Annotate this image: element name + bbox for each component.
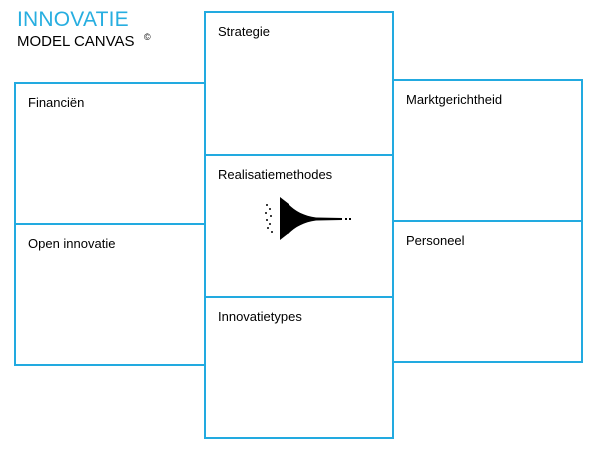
copyright-mark: ©	[144, 32, 151, 42]
title-sub: MODEL CANVAS	[17, 33, 135, 50]
block-label-personeel: Personeel	[406, 233, 465, 248]
block-label-innovatietypes: Innovatietypes	[218, 309, 302, 324]
block-open-innovatie: Open innovatie	[14, 223, 206, 366]
title-main: INNOVATIE	[17, 8, 129, 31]
block-label-open-innovatie: Open innovatie	[28, 236, 116, 251]
block-marktgerichtheid: Marktgerichtheid	[392, 79, 583, 222]
block-label-financien: Financiën	[28, 95, 85, 110]
block-label-marktgerichtheid: Marktgerichtheid	[406, 92, 503, 107]
canvas-title: INNOVATIE MODEL CANVAS	[17, 8, 135, 51]
block-personeel: Personeel	[392, 220, 583, 363]
block-label-strategie: Strategie	[218, 24, 271, 39]
funnel-icon	[265, 197, 351, 240]
block-label-realisatiemethodes: Realisatiemethodes	[218, 167, 333, 182]
block-strategie: Strategie	[204, 11, 394, 156]
block-innovatietypes: Innovatietypes	[204, 296, 394, 439]
block-realisatiemethodes: Realisatiemethodes	[204, 154, 394, 298]
block-financien: Financiën	[14, 82, 206, 225]
